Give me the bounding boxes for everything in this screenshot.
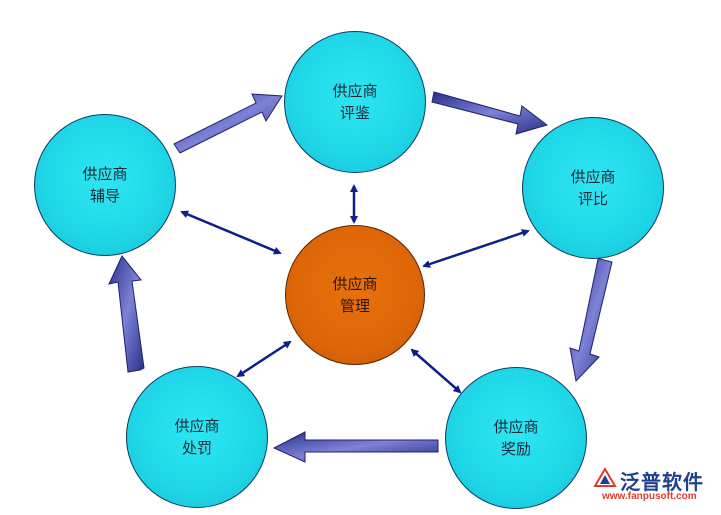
brand-logo-url: www.fanpusoft.com [602,491,697,502]
node-supplier-punish: 供应商 处罚 [126,366,268,508]
node-punish-line1: 供应商 [174,417,220,435]
node-supplier-reward: 供应商 奖励 [445,367,587,509]
node-manage-line1: 供应商 [332,275,378,293]
cycle-arrow-compare-to-reward [569,258,613,383]
brand-logo-name: 泛普软件 [620,470,704,494]
cycle-arrow-evaluate-to-compare [431,91,549,135]
node-supplier-evaluate: 供应商 评鉴 [284,31,426,173]
node-compare-line2: 评比 [577,190,608,208]
link-arrow-manage-reward [410,348,462,394]
link-arrow-manage-compare [422,229,530,268]
brand-logo-icon [593,467,617,487]
node-compare-line1: 供应商 [570,168,616,186]
cycle-arrow-punish-to-coach [108,255,145,373]
node-reward-line1: 供应商 [493,418,539,436]
cycle-arrow-reward-to-punish [272,431,439,463]
node-supplier-manage: 供应商 管理 [285,225,425,365]
node-coach-line1: 供应商 [82,165,128,183]
cycle-arrow-coach-to-evaluate [173,93,283,154]
node-supplier-coach: 供应商 辅导 [34,114,176,256]
node-evaluate-line2: 评鉴 [339,104,370,122]
node-evaluate-line1: 供应商 [332,82,378,100]
node-manage-line2: 管理 [339,297,370,315]
link-arrow-manage-coach [180,210,282,255]
node-supplier-compare: 供应商 评比 [522,117,664,259]
node-coach-line2: 辅导 [89,187,120,205]
node-reward-line2: 奖励 [500,440,531,458]
node-punish-line2: 处罚 [181,439,212,457]
link-arrow-manage-punish [236,340,292,378]
brand-logo: 泛普软件 www.fanpusoft.com [592,464,716,510]
